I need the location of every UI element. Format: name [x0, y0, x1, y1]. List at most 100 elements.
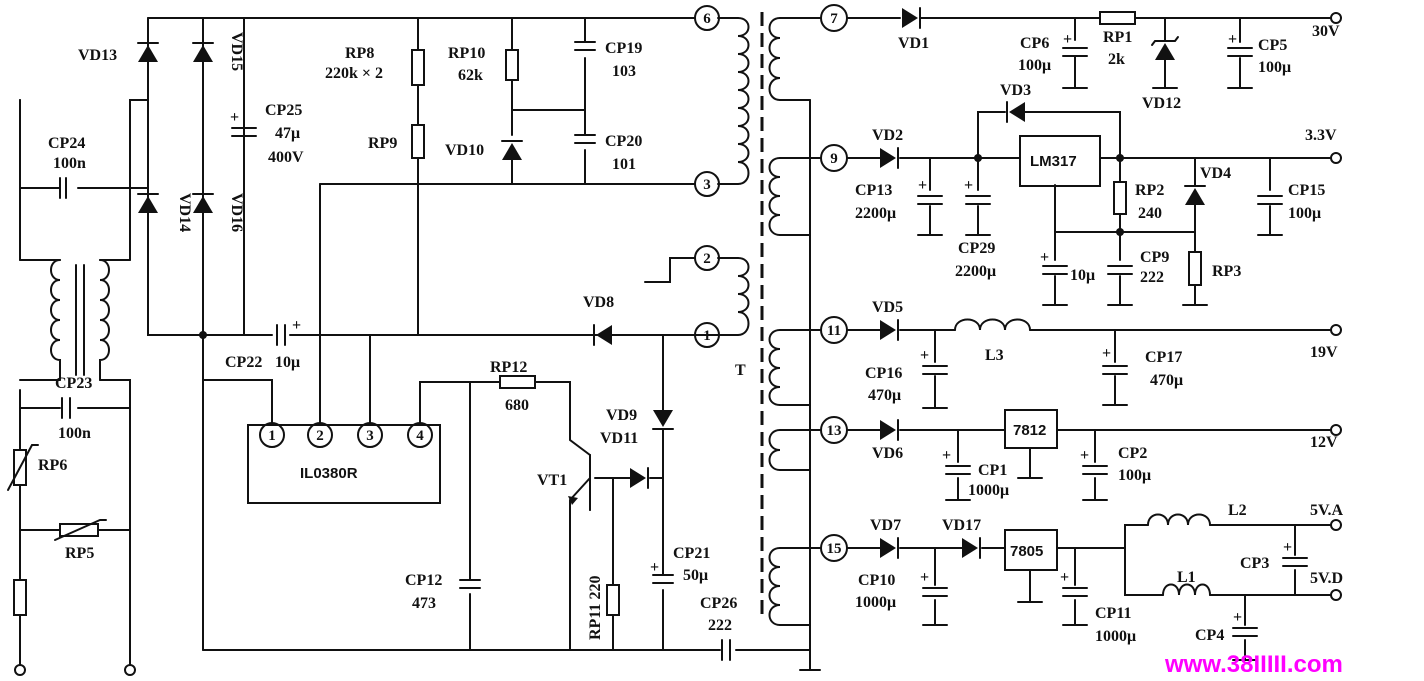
label-vd14: VD14 [176, 193, 193, 232]
label-cp9-value: 222 [1140, 269, 1164, 286]
pin-2: 2 [703, 251, 711, 267]
resistors [7, 11, 1202, 616]
label-cp12-value: 473 [412, 595, 436, 612]
label-lm317: LM317 [1030, 153, 1077, 170]
svg-text:+: + [1060, 569, 1069, 586]
label-cp16: CP16 [865, 365, 902, 382]
transistor-vt1 [568, 454, 591, 511]
label-rp8-value: 220k × 2 [325, 65, 383, 82]
label-rp2-value: 240 [1138, 205, 1162, 222]
label-rp12: RP12 [490, 359, 527, 376]
label-cp17: CP17 [1145, 349, 1182, 366]
label-cp22-value: 10μ [275, 354, 300, 371]
label-cp15-value: 100μ [1288, 205, 1321, 222]
component-labels: VD13 VD15 VD14 VD16 CP25 47μ 400V CP24 1… [38, 29, 1325, 645]
label-cp10: CP10 [858, 572, 895, 589]
pin-13: 13 [827, 423, 842, 439]
label-vd13: VD13 [78, 47, 117, 64]
label-vt1: VT1 [537, 472, 567, 489]
secondary-wires [779, 17, 1331, 671]
pin-9: 9 [830, 151, 838, 167]
label-transformer: T [735, 362, 746, 379]
label-vd9: VD9 [606, 407, 637, 424]
label-cp29-value: 2200μ [955, 263, 996, 280]
svg-text:+: + [1228, 31, 1237, 48]
output-labels: 30V 3.3V 19V 12V 5V.A 5V.D [1305, 23, 1343, 587]
svg-text:+: + [1040, 249, 1049, 266]
label-rp2: RP2 [1135, 182, 1164, 199]
transformer-t [737, 12, 781, 626]
label-c-10u: 10μ [1070, 267, 1095, 284]
ic-boxes [247, 135, 1101, 571]
label-cp12: CP12 [405, 572, 442, 589]
junction-dots [199, 154, 1124, 339]
diodes [137, 7, 1206, 559]
label-vd12: VD12 [1142, 95, 1181, 112]
label-vd5: VD5 [872, 299, 903, 316]
pin-circles [259, 4, 848, 562]
label-cp25-voltage: 400V [268, 149, 304, 166]
ground-bars [644, 87, 1283, 671]
label-cp1-value: 1000μ [968, 482, 1009, 499]
label-vd1: VD1 [898, 35, 929, 52]
output-12v: 12V [1310, 434, 1338, 451]
label-vd8: VD8 [583, 294, 614, 311]
label-cp21: CP21 [673, 545, 710, 562]
label-cp22: CP22 [225, 354, 262, 371]
svg-text:+: + [964, 177, 973, 194]
label-rp1: RP1 [1103, 29, 1132, 46]
label-cp6-value: 100μ [1018, 57, 1051, 74]
label-vd15: VD15 [228, 32, 245, 71]
label-rp1-value: 2k [1108, 51, 1125, 68]
output-terminals[interactable] [14, 12, 1342, 676]
label-cp6: CP6 [1020, 35, 1049, 52]
inductors [954, 318, 1211, 596]
label-cp20-value: 101 [612, 156, 636, 173]
svg-text:+: + [1102, 345, 1111, 362]
label-vd16: VD16 [228, 193, 245, 232]
label-rp9: RP9 [368, 135, 397, 152]
svg-text:+: + [1080, 447, 1089, 464]
svg-text:+: + [918, 177, 927, 194]
label-cp16-value: 470μ [868, 387, 901, 404]
svg-text:+: + [650, 559, 659, 576]
pin-6: 6 [703, 11, 711, 27]
label-cp25: CP25 [265, 102, 302, 119]
label-cp19-value: 103 [612, 63, 636, 80]
output-30v: 30V [1312, 23, 1340, 40]
label-rp10-value: 62k [458, 67, 483, 84]
polarity-marks: + + + + + + + + + + + + + + + + [230, 31, 1292, 626]
label-vd6: VD6 [872, 445, 903, 462]
label-vd10: VD10 [445, 142, 484, 159]
svg-text:+: + [1283, 539, 1292, 556]
label-cp11: CP11 [1095, 605, 1131, 622]
wires [19, 17, 811, 666]
label-vd17: VD17 [942, 517, 981, 534]
svg-text:+: + [1233, 609, 1242, 626]
label-l3: L3 [985, 347, 1004, 364]
label-cp13-value: 2200μ [855, 205, 896, 222]
label-cp23-value: 100n [58, 425, 91, 442]
label-cp2: CP2 [1118, 445, 1147, 462]
label-vd4: VD4 [1200, 165, 1231, 182]
label-cp24-value: 100n [53, 155, 86, 172]
ic-pin-1: 1 [268, 428, 276, 444]
label-cp23: CP23 [55, 375, 92, 392]
output-5va: 5V.A [1310, 502, 1343, 519]
pin-11: 11 [827, 323, 841, 339]
pin-7: 7 [830, 11, 838, 27]
label-cp1: CP1 [978, 462, 1007, 479]
label-l2: L2 [1228, 502, 1247, 519]
label-rp8: RP8 [345, 45, 374, 62]
label-cp26-value: 222 [708, 617, 732, 634]
label-cp15: CP15 [1288, 182, 1325, 199]
label-rp10: RP10 [448, 45, 485, 62]
label-ic: IL0380R [300, 465, 358, 482]
svg-text:+: + [920, 569, 929, 586]
label-7812: 7812 [1013, 422, 1046, 439]
label-rp3: RP3 [1212, 263, 1241, 280]
pin-numbers: 6 3 2 1 7 9 11 13 15 1 2 3 4 [268, 11, 841, 557]
label-l1: L1 [1177, 569, 1196, 586]
pin-1: 1 [703, 328, 711, 344]
label-cp2-value: 100μ [1118, 467, 1151, 484]
